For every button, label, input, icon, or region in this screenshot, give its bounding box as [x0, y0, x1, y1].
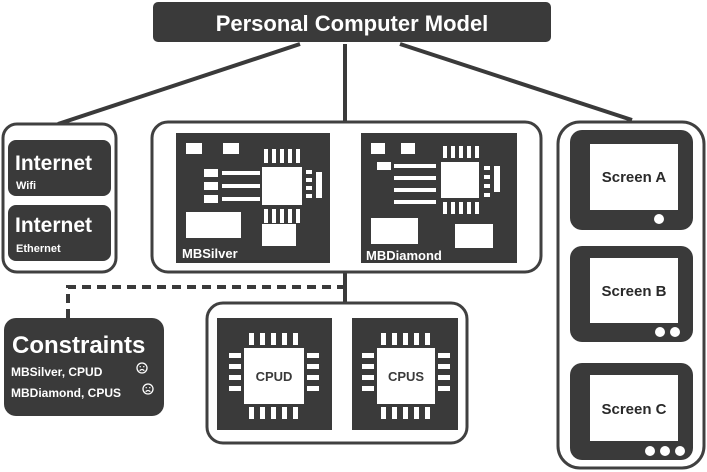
internet-ethernet-sub: Ethernet — [16, 243, 61, 255]
screen-b-label: Screen B — [601, 283, 666, 300]
internet-wifi-card: Internet Wifi — [8, 140, 111, 196]
screen-b: Screen B — [570, 246, 693, 342]
constraint-row-1-text: MBSilver, CPUD — [11, 365, 103, 379]
internet-group: Internet Wifi Internet Ethernet — [1, 122, 118, 274]
screen-c-dot-1 — [645, 446, 655, 456]
cpus-label: CPUS — [388, 369, 424, 384]
motherboards-group: MBSilver — [150, 120, 543, 274]
mbdiamond-chip — [441, 146, 500, 214]
connector-lines — [57, 42, 633, 318]
screens-group: Screen A Screen B Screen C — [556, 120, 706, 470]
screen-a: Screen A — [570, 130, 693, 230]
screen-c-dot-3 — [675, 446, 685, 456]
mbsilver-label: MBSilver — [182, 246, 238, 261]
screen-c: Screen C — [570, 363, 693, 460]
cpu-cpus: CPUS — [352, 318, 458, 430]
sad-face-icon — [136, 362, 148, 374]
internet-wifi-sub: Wifi — [16, 180, 36, 192]
screen-b-dot-2 — [670, 327, 680, 337]
connector-title-screens — [399, 42, 633, 122]
motherboard-mbdiamond: MBDiamond — [361, 133, 517, 263]
connector-title-internet — [57, 42, 301, 126]
constraint-row-2-text: MBDiamond, CPUS — [11, 386, 121, 400]
constraints-dashed-link — [66, 285, 345, 318]
screen-c-label: Screen C — [601, 401, 666, 418]
motherboard-mbsilver: MBSilver — [176, 133, 330, 263]
sad-face-icon — [142, 383, 154, 395]
internet-wifi-label: Internet — [15, 152, 92, 175]
internet-ethernet-label: Internet — [15, 214, 92, 237]
constraints-box: Constraints MBSilver, CPUD MBDiamond, CP… — [4, 318, 164, 416]
constraints-title: Constraints — [12, 332, 145, 359]
page-title: Personal Computer Model — [216, 11, 489, 36]
title-box: Personal Computer Model — [153, 2, 551, 42]
cpu-cpud: CPUD — [217, 318, 332, 430]
cpud-label: CPUD — [256, 369, 293, 384]
screen-c-dot-2 — [660, 446, 670, 456]
cpu-group: CPUD CPUS — [205, 301, 469, 445]
mbsilver-chip — [262, 149, 322, 223]
screen-a-dot-1 — [654, 214, 664, 224]
internet-ethernet-card: Internet Ethernet — [8, 205, 111, 261]
screen-a-label: Screen A — [602, 169, 667, 186]
screen-b-dot-1 — [655, 327, 665, 337]
mbdiamond-label: MBDiamond — [366, 248, 442, 263]
